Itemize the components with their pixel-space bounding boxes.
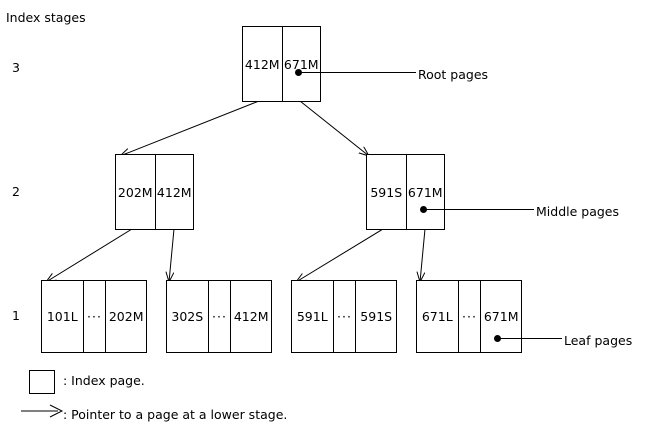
- stage-label-3: 3: [12, 60, 20, 75]
- middle-page-right[interactable]: 591S 671M: [366, 154, 445, 230]
- leaf-page-2-cell-ellipsis: ···: [207, 281, 231, 352]
- leaf-page-4[interactable]: 671L ··· 671M: [416, 280, 522, 353]
- legend-index-page-label: : Index page.: [63, 373, 145, 388]
- middle-page-left[interactable]: 202M 412M: [115, 154, 194, 230]
- edge-root-to-middle-right: [299, 100, 369, 156]
- leaf-page-1-cell-3: 202M: [105, 281, 146, 352]
- root-page-cell-1: 412M: [244, 56, 280, 72]
- leaf-page-2[interactable]: 302S ··· 412M: [166, 280, 272, 353]
- leaf-page-1[interactable]: 101L ··· 202M: [41, 280, 147, 353]
- callout-label-middle: Middle pages: [536, 204, 619, 219]
- root-page[interactable]: 412M 671M: [242, 26, 321, 102]
- leaf-page-3[interactable]: 591L ··· 591S: [291, 280, 397, 353]
- middle-page-right-cell-1: 591S: [370, 184, 403, 200]
- legend-index-page-swatch: [29, 370, 55, 394]
- edge-middle-right-to-leaf-4: [420, 228, 426, 282]
- callout-line-root: [298, 72, 416, 73]
- legend-pointer-arrow-icon: [21, 404, 64, 418]
- leaf-page-2-cell-1: 302S: [171, 309, 204, 324]
- leaf-page-1-cell-1: 101L: [46, 309, 78, 324]
- middle-page-left-cell-1: 202M: [117, 184, 153, 200]
- edge-middle-left-to-leaf-1: [46, 228, 133, 282]
- legend-pointer-label: : Pointer to a page at a lower stage.: [63, 407, 288, 422]
- leaf-page-4-cell-3: 671M: [480, 281, 521, 352]
- leaf-page-3-cell-1: 591L: [296, 309, 328, 324]
- callout-line-middle: [423, 209, 534, 210]
- edge-middle-left-to-leaf-2: [169, 228, 175, 282]
- leaf-page-1-cell-ellipsis: ···: [82, 281, 106, 352]
- middle-page-right-cell-2: 671M: [405, 155, 445, 229]
- callout-label-leaf: Leaf pages: [564, 333, 633, 348]
- leaf-page-4-cell-1: 671L: [421, 309, 453, 324]
- leaf-page-2-cell-3: 412M: [230, 281, 271, 352]
- leaf-page-3-cell-3: 591S: [355, 281, 396, 352]
- stage-label-1: 1: [12, 308, 20, 323]
- stage-label-2: 2: [12, 184, 20, 199]
- callout-line-leaf: [497, 338, 562, 339]
- page-title: Index stages: [6, 10, 86, 25]
- callout-label-root: Root pages: [418, 67, 489, 82]
- root-page-cell-2: 671M: [281, 27, 321, 101]
- edge-middle-right-to-leaf-3: [296, 228, 384, 282]
- leaf-page-4-cell-ellipsis: ···: [457, 281, 481, 352]
- edge-root-to-middle-left: [120, 100, 260, 156]
- middle-page-left-cell-2: 412M: [154, 155, 194, 229]
- leaf-page-3-cell-ellipsis: ···: [332, 281, 356, 352]
